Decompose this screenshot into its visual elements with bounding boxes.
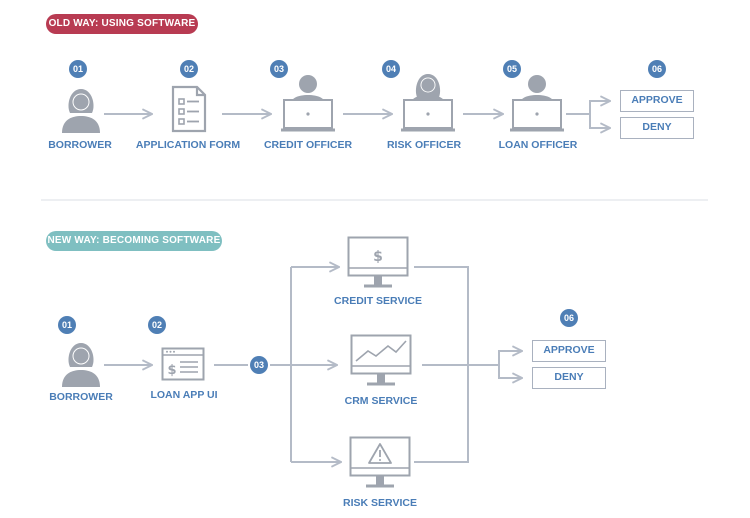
old-step-badge-01: 01 bbox=[69, 60, 87, 78]
application-form-icon bbox=[171, 85, 207, 133]
old-arrow-approve bbox=[589, 101, 610, 114]
loan-officer-icon bbox=[510, 75, 564, 132]
borrower-female-icon bbox=[62, 89, 100, 133]
old-way-title: OLD WAY: USING SOFTWARE bbox=[46, 14, 198, 34]
old-arrow-deny bbox=[589, 114, 610, 128]
new-step-badge-01: 01 bbox=[58, 316, 76, 334]
new-approve-box: APPROVE bbox=[532, 340, 606, 362]
svg-text:$: $ bbox=[373, 249, 383, 265]
new-step-badge-02: 02 bbox=[148, 316, 166, 334]
new-step-label-loan-app-ui: LOAN APP UI bbox=[150, 389, 218, 401]
risk-officer-icon bbox=[401, 74, 455, 132]
risk-out-line bbox=[414, 365, 469, 463]
crm-service-monitor-icon bbox=[350, 334, 412, 386]
new-arrow-deny bbox=[498, 365, 522, 378]
old-deny-box: DENY bbox=[620, 117, 694, 139]
old-step-label-borrower: BORROWER bbox=[48, 139, 112, 151]
crm-service-label: CRM SERVICE bbox=[344, 395, 418, 407]
risk-service-monitor-icon bbox=[349, 436, 411, 488]
old-approve-box: APPROVE bbox=[620, 90, 694, 112]
new-deny-box: DENY bbox=[532, 367, 606, 389]
new-step-label-borrower: BORROWER bbox=[49, 391, 113, 403]
old-step-label-risk-officer: RISK OFFICER bbox=[386, 139, 462, 151]
old-step-label-application-form: APPLICATION FORM bbox=[135, 139, 241, 151]
old-step-badge-06: 06 bbox=[648, 60, 666, 78]
new-arrow-approve bbox=[498, 351, 522, 365]
credit-out-line bbox=[414, 266, 469, 365]
new-way-title: NEW WAY: BECOMING SOFTWARE bbox=[46, 231, 222, 251]
new-step-badge-03: 03 bbox=[250, 356, 268, 374]
old-step-label-credit-officer: CREDIT OFFICER bbox=[263, 139, 353, 151]
old-step-badge-02: 02 bbox=[180, 60, 198, 78]
new-borrower-female-icon bbox=[62, 343, 100, 387]
svg-text:$: $ bbox=[167, 363, 176, 378]
credit-service-label: CREDIT SERVICE bbox=[334, 295, 422, 307]
old-step-label-loan-officer: LOAN OFFICER bbox=[498, 139, 578, 151]
new-step-badge-06: 06 bbox=[560, 309, 578, 327]
old-step-badge-04: 04 bbox=[382, 60, 400, 78]
risk-service-label: RISK SERVICE bbox=[343, 497, 417, 509]
credit-service-monitor-icon: $ bbox=[347, 236, 409, 288]
credit-officer-icon bbox=[281, 75, 335, 132]
old-step-badge-03: 03 bbox=[270, 60, 288, 78]
loan-app-ui-icon: $ bbox=[161, 347, 205, 381]
old-step-badge-05: 05 bbox=[503, 60, 521, 78]
